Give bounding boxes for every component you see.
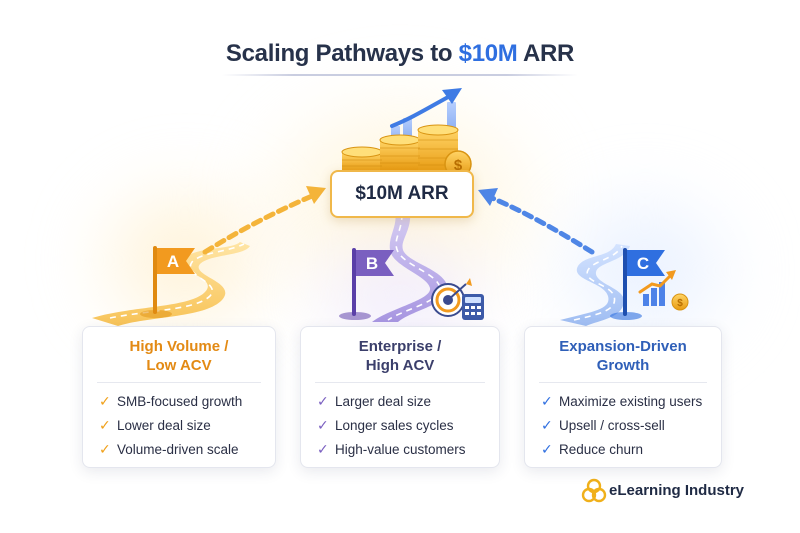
list-item-text: Longer sales cycles — [335, 418, 454, 433]
list-item-text: SMB-focused growth — [117, 394, 243, 409]
title-highlight: $10M — [458, 40, 518, 67]
flag-icon — [339, 248, 394, 320]
flag-icon — [140, 246, 195, 318]
pathway-card-b: Enterprise / High ACV ✓ Larger deal size … — [300, 326, 500, 468]
card-title: Expansion-Driven Growth — [525, 327, 721, 379]
check-icon: ✓ — [317, 441, 329, 457]
title-underline — [222, 74, 578, 76]
target-icon — [431, 278, 472, 317]
check-icon: ✓ — [99, 417, 111, 433]
card-title-line1: Enterprise / — [358, 338, 442, 355]
pathway-card-c: Expansion-Driven Growth ✓ Maximize existi… — [524, 326, 722, 468]
check-icon: ✓ — [541, 417, 553, 433]
list-item: ✓ SMB-focused growth — [99, 389, 275, 413]
brand: eLearning Industry — [587, 476, 744, 504]
brand-name: eLearning Industry — [609, 481, 745, 499]
calculator-icon — [462, 294, 484, 320]
card-divider — [97, 382, 261, 383]
card-title: High Volume / Low ACV — [83, 327, 275, 379]
card-divider — [539, 382, 707, 383]
card-divider — [315, 382, 485, 383]
card-title-line2: Growth — [596, 357, 650, 374]
title-prefix: Scaling Pathways to — [225, 40, 459, 67]
flag-icon — [610, 248, 665, 320]
list-item-text: High-value customers — [335, 442, 466, 457]
card-title-line1: Expansion-Driven — [559, 338, 687, 355]
list-item: ✓ Volume-driven scale — [99, 437, 275, 461]
list-item: ✓ Maximize existing users — [541, 389, 721, 413]
list-item: ✓ Upsell / cross-sell — [541, 413, 721, 437]
card-list: ✓ SMB-focused growth ✓ Lower deal size ✓ Vo… — [83, 389, 275, 461]
card-title: Enterprise / High ACV — [301, 327, 499, 379]
flag-letter-c: C — [636, 254, 650, 273]
check-icon: ✓ — [541, 441, 553, 457]
title-suffix: ARR — [517, 40, 575, 67]
list-item-text: Lower deal size — [117, 418, 211, 433]
page-title: Scaling Pathways to $10M ARR — [0, 40, 800, 68]
list-item-text: Volume-driven scale — [117, 442, 239, 457]
road-c — [560, 244, 630, 326]
road-a — [92, 242, 250, 326]
check-icon: ✓ — [317, 417, 329, 433]
bar-chart-icon: $ — [638, 270, 689, 311]
check-icon: ✓ — [99, 393, 111, 409]
list-item-text: Reduce churn — [559, 442, 644, 457]
list-item-text: Maximize existing users — [559, 394, 703, 409]
card-list: ✓ Larger deal size ✓ Longer sales cycles ✓… — [301, 389, 499, 461]
arrow-c-to-goal — [478, 188, 595, 255]
card-title-line1: High Volume / — [129, 338, 229, 355]
goal-box: $10M ARR — [330, 170, 474, 218]
check-icon: ✓ — [317, 393, 329, 409]
card-title-line2: Low ACV — [146, 357, 212, 374]
list-item: ✓ High-value customers — [317, 437, 499, 461]
check-icon: ✓ — [99, 441, 111, 457]
flag-letter-b: B — [365, 254, 379, 273]
list-item-text: Upsell / cross-sell — [559, 418, 665, 433]
list-item: ✓ Lower deal size — [99, 413, 275, 437]
coin-symbol: $ — [454, 157, 463, 174]
card-title-line2: High ACV — [365, 357, 435, 374]
arrow-a-to-goal — [202, 186, 326, 255]
logo-icon — [581, 478, 607, 503]
card-list: ✓ Maximize existing users ✓ Upsell / cross… — [525, 389, 721, 461]
list-item: ✓ Larger deal size — [317, 389, 499, 413]
list-item: ✓ Reduce churn — [541, 437, 721, 461]
check-icon: ✓ — [541, 393, 553, 409]
coin-symbol: $ — [677, 298, 683, 309]
flag-letter-a: A — [166, 252, 180, 271]
list-item-text: Larger deal size — [335, 394, 432, 409]
pathway-card-a: High Volume / Low ACV ✓ SMB-focused growt… — [82, 326, 276, 468]
road-b — [372, 212, 449, 322]
list-item: ✓ Longer sales cycles — [317, 413, 499, 437]
